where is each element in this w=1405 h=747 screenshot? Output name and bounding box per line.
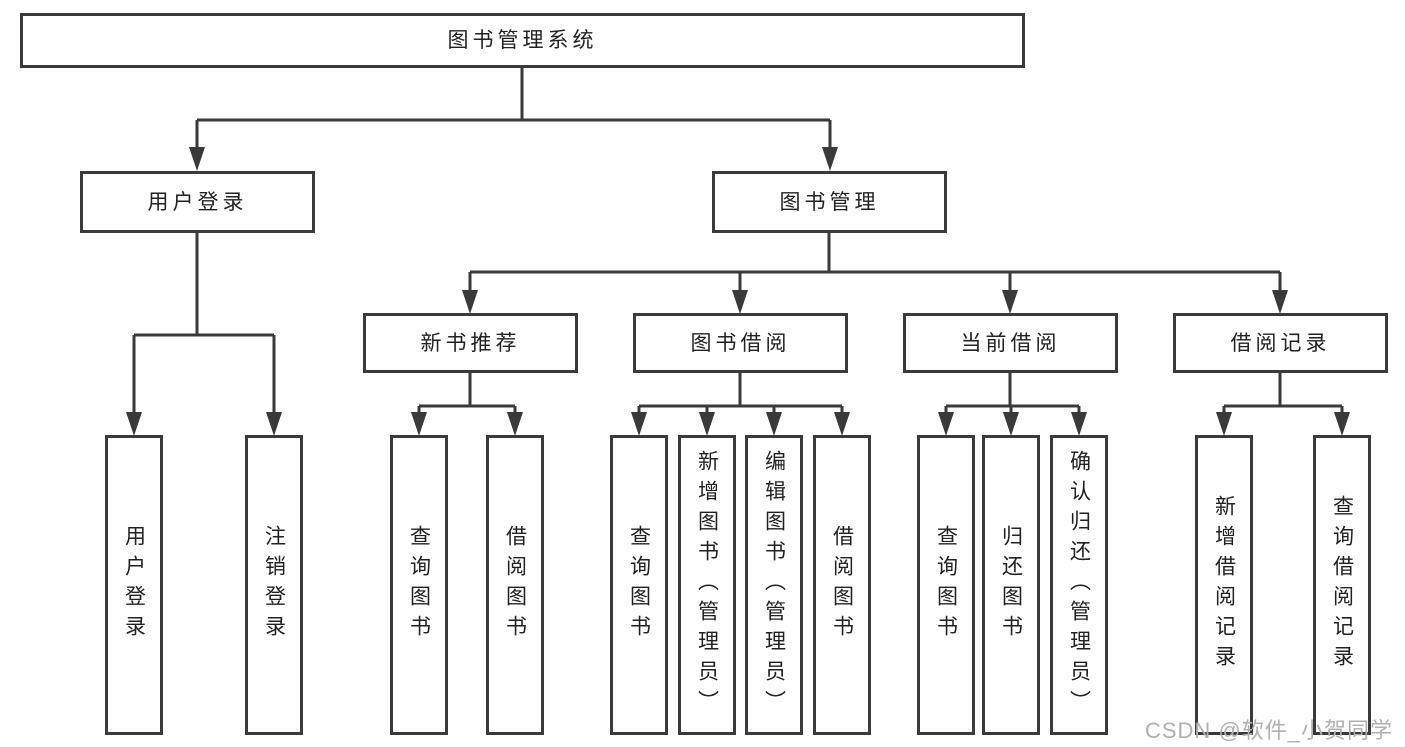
node-new-book-recommendation: 新书推荐	[363, 313, 578, 373]
leaf-label: 编辑图书（管理员）	[762, 450, 786, 720]
node-book-management: 图书管理	[712, 171, 947, 233]
leaf-logout: 注销登录	[245, 435, 303, 735]
leaf-recommend-query-book: 查询图书	[390, 435, 448, 735]
leaf-label: 归还图书	[999, 525, 1023, 645]
node-label: 图书管理系统	[447, 29, 598, 52]
leaf-current-confirm-return-admin: 确认归还（管理员）	[1050, 435, 1108, 735]
leaf-borrow-edit-book-admin: 编辑图书（管理员）	[745, 435, 803, 735]
leaf-borrow-query-book: 查询图书	[610, 435, 668, 735]
node-current-borrowing: 当前借阅	[903, 313, 1118, 373]
leaf-label: 借阅图书	[503, 525, 527, 645]
leaf-label: 查询图书	[934, 525, 958, 645]
leaf-current-query-book: 查询图书	[917, 435, 975, 735]
leaf-label: 查询图书	[627, 525, 651, 645]
leaf-borrow-add-book-admin: 新增图书（管理员）	[678, 435, 736, 735]
leaf-records-add-borrow-record: 新增借阅记录	[1195, 435, 1253, 735]
node-label: 用户登录	[147, 190, 248, 214]
node-borrowing-records: 借阅记录	[1173, 313, 1388, 373]
node-library-management-system: 图书管理系统	[20, 13, 1025, 68]
node-label: 图书借阅	[690, 331, 791, 355]
node-label: 新书推荐	[420, 331, 521, 355]
leaf-label: 查询图书	[407, 525, 431, 645]
leaf-user-login: 用户登录	[105, 435, 163, 735]
leaf-label: 借阅图书	[830, 525, 854, 645]
leaf-label: 查询借阅记录	[1330, 495, 1354, 675]
node-label: 借阅记录	[1230, 331, 1331, 355]
leaf-label: 用户登录	[122, 525, 146, 645]
leaf-recommend-borrow-book: 借阅图书	[486, 435, 544, 735]
node-book-borrowing: 图书借阅	[633, 313, 848, 373]
leaf-label: 确认归还（管理员）	[1067, 450, 1091, 720]
leaf-label: 注销登录	[262, 525, 286, 645]
leaf-label: 新增图书（管理员）	[695, 450, 719, 720]
node-label: 图书管理	[779, 190, 880, 214]
leaf-borrow-borrow-book: 借阅图书	[813, 435, 871, 735]
node-user-login: 用户登录	[80, 171, 315, 233]
csdn-watermark: CSDN @软件_小贺同学	[1144, 718, 1393, 743]
node-label: 当前借阅	[960, 331, 1061, 355]
leaf-records-query-borrow-record: 查询借阅记录	[1313, 435, 1371, 735]
leaf-label: 新增借阅记录	[1212, 495, 1236, 675]
leaf-current-return-book: 归还图书	[982, 435, 1040, 735]
